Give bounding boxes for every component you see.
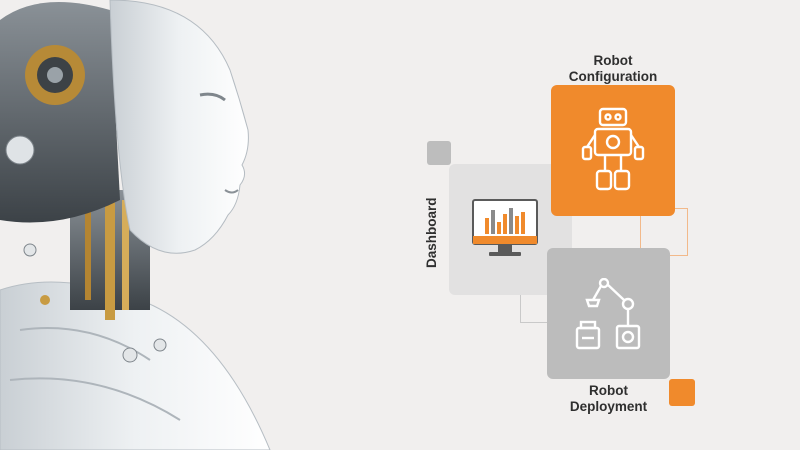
robot-figure-icon: [581, 107, 645, 191]
monitor-bar-chart-icon: [472, 199, 538, 256]
decor-square-gray: [427, 141, 451, 165]
configuration-label: Robot Configuration: [568, 53, 658, 84]
configuration-card[interactable]: [551, 85, 675, 216]
deployment-card[interactable]: [547, 248, 670, 379]
robotic-arm-icon: [575, 278, 641, 350]
humanoid-robot-illustration: [0, 0, 271, 450]
dashboard-label: Dashboard: [424, 197, 439, 268]
decor-square-orange: [669, 379, 695, 406]
deployment-label: Robot Deployment: [569, 383, 648, 414]
